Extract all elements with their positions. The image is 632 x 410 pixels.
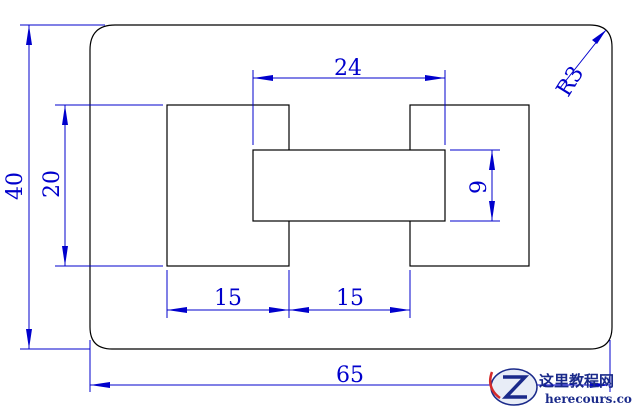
watermark-english-text: herecours.com (545, 392, 632, 406)
outer-rounded-rectangle (89, 24, 613, 350)
watermark-chinese-text: 这里教程网 (539, 372, 614, 390)
dimension-label-corner-radius: R3 (552, 62, 589, 101)
dimension-label-pad-height: 20 (40, 170, 65, 198)
dimension-label-bridge-width: 24 (334, 56, 362, 81)
dimension-label-bridge-height: 9 (467, 180, 492, 194)
dimension-pad-height: 20 (40, 104, 163, 267)
center-bridge (252, 149, 446, 222)
watermark-logo-mark (501, 375, 530, 399)
dimension-corner-radius: R3 (552, 29, 607, 101)
dimension-bridge-height: 9 (450, 149, 500, 222)
dimension-label-pad-gap-width: 15 (336, 286, 364, 311)
dimension-overall-height: 40 (3, 24, 105, 350)
dimension-bridge-width: 24 (252, 56, 446, 145)
dimension-pad-widths: 15 15 (166, 270, 411, 318)
dimension-label-overall-width: 65 (336, 363, 364, 388)
watermark: 这里教程网 herecours.com (489, 368, 632, 406)
dimension-label-overall-height: 40 (3, 172, 28, 200)
dimension-label-pad-left-width: 15 (214, 286, 242, 311)
